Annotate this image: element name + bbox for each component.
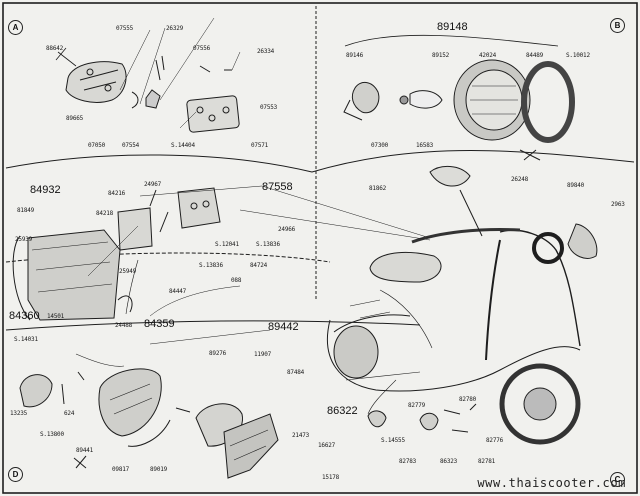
part-label-89665: 89665 — [66, 115, 84, 122]
part-label-088: 088 — [231, 277, 242, 284]
part-label-42024: 42024 — [479, 52, 497, 59]
part-label-84359: 84359 — [144, 318, 175, 330]
part-label-86323: 86323 — [440, 458, 458, 465]
part-label-s14555: S.14555 — [381, 437, 405, 444]
part-label-16627: 16627 — [318, 442, 336, 449]
part-label-11907: 11907 — [254, 351, 272, 358]
part-label-84932: 84932 — [30, 184, 61, 196]
part-label-89840: 89840 — [567, 182, 585, 189]
part-label-s13836-upper: S.13836 — [256, 241, 280, 248]
part-label-14501: 14501 — [47, 313, 65, 320]
part-label-89152: 89152 — [432, 52, 450, 59]
part-label-07050: 07050 — [88, 142, 106, 149]
part-label-26248: 26248 — [511, 176, 529, 183]
part-label-24488: 24488 — [115, 322, 133, 329]
part-label-81849: 81849 — [17, 207, 35, 214]
part-label-87484: 87484 — [287, 369, 305, 376]
part-label-81862: 81862 — [369, 185, 387, 192]
tail-light-assembly — [55, 17, 241, 133]
part-label-09817: 09817 — [112, 466, 130, 473]
part-label-2963: 2963 — [611, 201, 625, 208]
part-label-89146: 89146 — [346, 52, 364, 59]
part-label-87558: 87558 — [262, 181, 293, 193]
leader-lines — [87, 185, 431, 345]
part-label-84724: 84724 — [250, 262, 268, 269]
scooter-assembly — [239, 166, 598, 445]
part-label-07555: 07555 — [116, 25, 134, 32]
brake-parts — [367, 379, 477, 433]
part-label-82780: 82780 — [459, 396, 477, 403]
part-label-21473: 21473 — [292, 432, 310, 439]
part-label-84489: 84489 — [526, 52, 544, 59]
part-label-13235: 13235 — [10, 410, 28, 417]
part-label-84447: 84447 — [169, 288, 187, 295]
battery-junction-box — [12, 187, 221, 321]
part-label-89148: 89148 — [437, 21, 468, 33]
part-label-26329: 26329 — [166, 25, 184, 32]
part-label-82779: 82779 — [408, 402, 426, 409]
rear-light-housing — [19, 353, 279, 479]
part-label-s13800: S.13800 — [40, 431, 64, 438]
part-label-25939: 25939 — [15, 236, 33, 243]
section-b-marker: B — [610, 18, 625, 33]
part-label-86322: 86322 — [327, 405, 358, 417]
section-a-marker: A — [8, 20, 23, 35]
part-label-89019: 89019 — [150, 466, 168, 473]
part-label-89276: 89276 — [209, 350, 227, 357]
part-label-s14031: S.14031 — [14, 336, 38, 343]
part-label-s10012: S.10012 — [566, 52, 590, 59]
part-label-624: 624 — [64, 410, 75, 417]
part-label-82783: 82783 — [399, 458, 417, 465]
part-label-s13836-lower: S.13836 — [199, 262, 223, 269]
part-label-84216: 84216 — [108, 190, 126, 197]
part-label-s14404: S.14404 — [171, 142, 195, 149]
section-d-marker: D — [8, 467, 23, 482]
part-label-82776: 82776 — [486, 437, 504, 444]
part-label-07571: 07571 — [251, 142, 269, 149]
lower-section-divider — [5, 320, 421, 331]
part-label-07300: 07300 — [371, 142, 389, 149]
part-label-89442: 89442 — [268, 321, 299, 333]
part-label-88642: 88642 — [46, 45, 64, 52]
part-label-s12041: S.12041 — [215, 241, 239, 248]
part-label-84360: 84360 — [9, 310, 40, 322]
part-label-16583: 16583 — [416, 142, 434, 149]
part-label-24967: 24967 — [144, 181, 162, 188]
watermark-text: www.thaiscooter.com — [477, 476, 626, 490]
section-c-marker: C — [610, 472, 625, 487]
part-label-24966: 24966 — [278, 226, 296, 233]
part-label-84218: 84218 — [96, 210, 114, 217]
part-label-07553: 07553 — [260, 104, 278, 111]
part-label-82781: 82781 — [478, 458, 496, 465]
part-label-07556: 07556 — [193, 45, 211, 52]
part-label-89441: 89441 — [76, 447, 94, 454]
headlight-assembly — [343, 34, 575, 161]
part-label-25949: 25949 — [119, 268, 137, 275]
upper-section-divider — [5, 150, 635, 173]
part-label-07554: 07554 — [122, 142, 140, 149]
part-label-15178: 15178 — [322, 474, 340, 481]
part-label-26334: 26334 — [257, 48, 275, 55]
